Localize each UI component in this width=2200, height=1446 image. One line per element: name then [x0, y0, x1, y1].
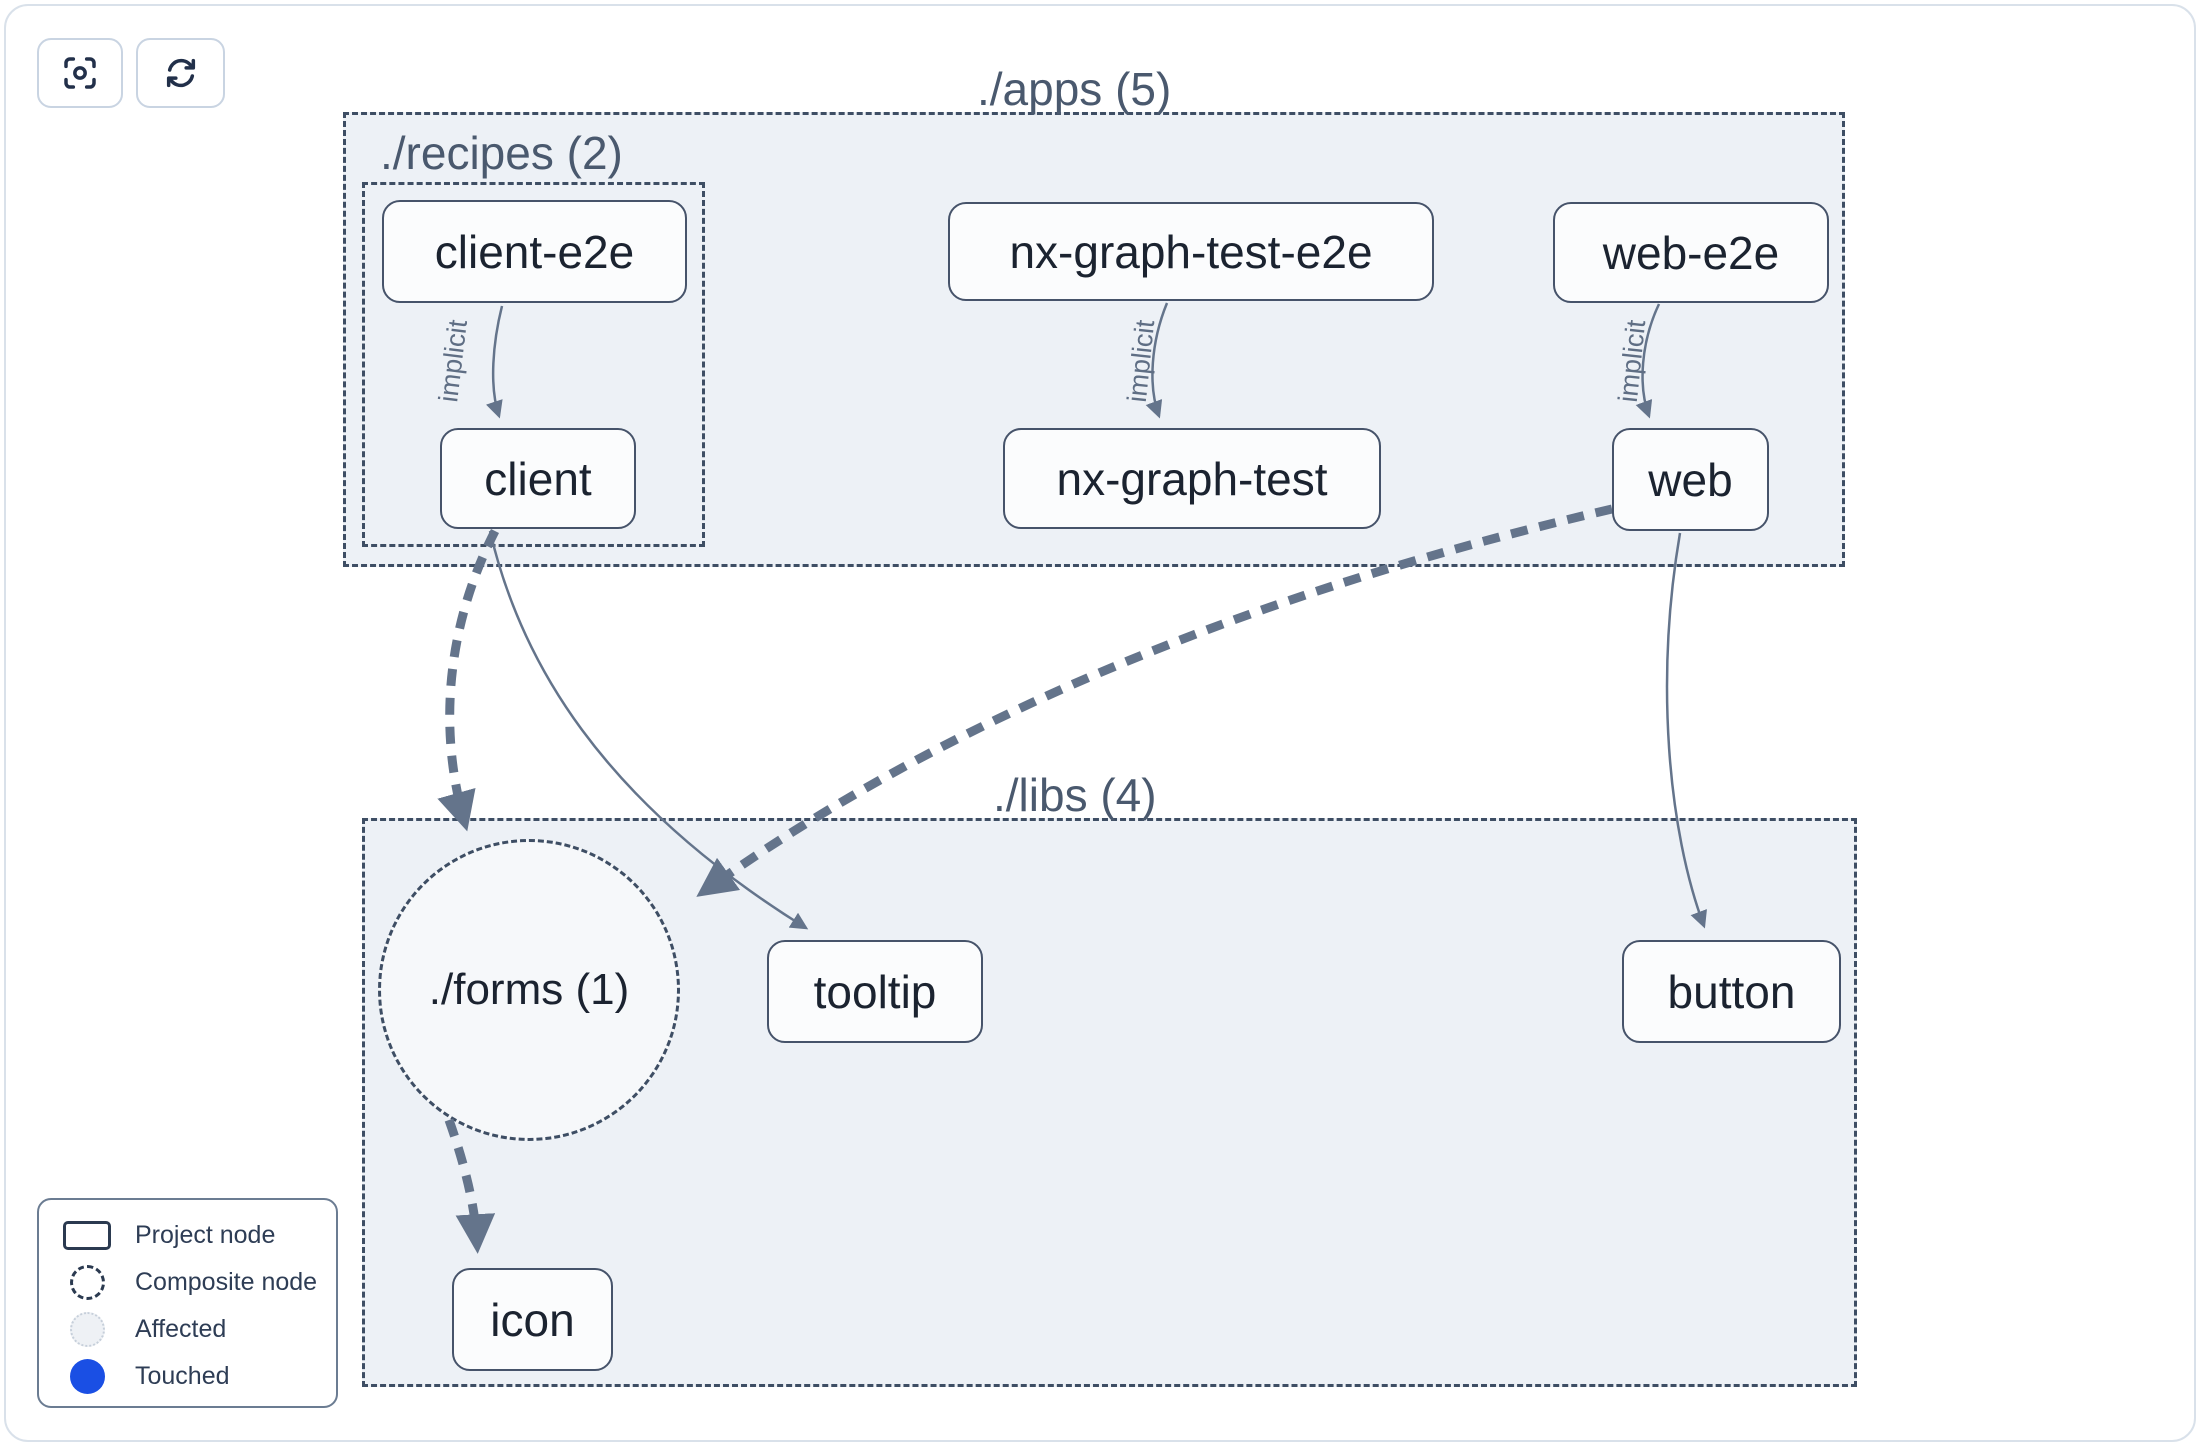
group-libs-label: ./libs (4)	[993, 769, 1157, 821]
node-button[interactable]: button	[1622, 940, 1841, 1043]
legend-label: Affected	[135, 1315, 227, 1343]
focus-icon	[60, 53, 100, 93]
node-web[interactable]: web	[1612, 428, 1769, 531]
project-node-swatch	[63, 1221, 111, 1250]
group-recipes-label: ./recipes (2)	[380, 127, 623, 179]
legend-label: Composite node	[135, 1268, 318, 1296]
legend: Project node Composite node Affected Tou…	[37, 1198, 338, 1408]
composite-node-swatch	[69, 1265, 105, 1300]
node-client-e2e[interactable]: client-e2e	[382, 200, 687, 303]
touched-swatch	[69, 1359, 105, 1394]
affected-swatch	[69, 1312, 105, 1347]
node-nx-graph-test-e2e[interactable]: nx-graph-test-e2e	[948, 202, 1434, 301]
composite-node-forms[interactable]: ./forms (1)	[378, 839, 680, 1141]
node-web-e2e[interactable]: web-e2e	[1553, 202, 1829, 303]
group-apps-label: ./apps (5)	[977, 63, 1172, 115]
legend-row-project-node: Project node	[39, 1212, 336, 1259]
refresh-icon	[161, 53, 201, 93]
legend-row-touched: Touched	[39, 1353, 336, 1400]
focus-button[interactable]	[37, 38, 123, 108]
legend-label: Touched	[135, 1362, 230, 1390]
node-nx-graph-test[interactable]: nx-graph-test	[1003, 428, 1381, 529]
node-client[interactable]: client	[440, 428, 636, 529]
refresh-button[interactable]	[136, 38, 225, 108]
node-icon[interactable]: icon	[452, 1268, 613, 1371]
legend-row-affected: Affected	[39, 1306, 336, 1353]
node-tooltip[interactable]: tooltip	[767, 940, 983, 1043]
legend-label: Project node	[135, 1221, 276, 1249]
legend-row-composite-node: Composite node	[39, 1259, 336, 1306]
